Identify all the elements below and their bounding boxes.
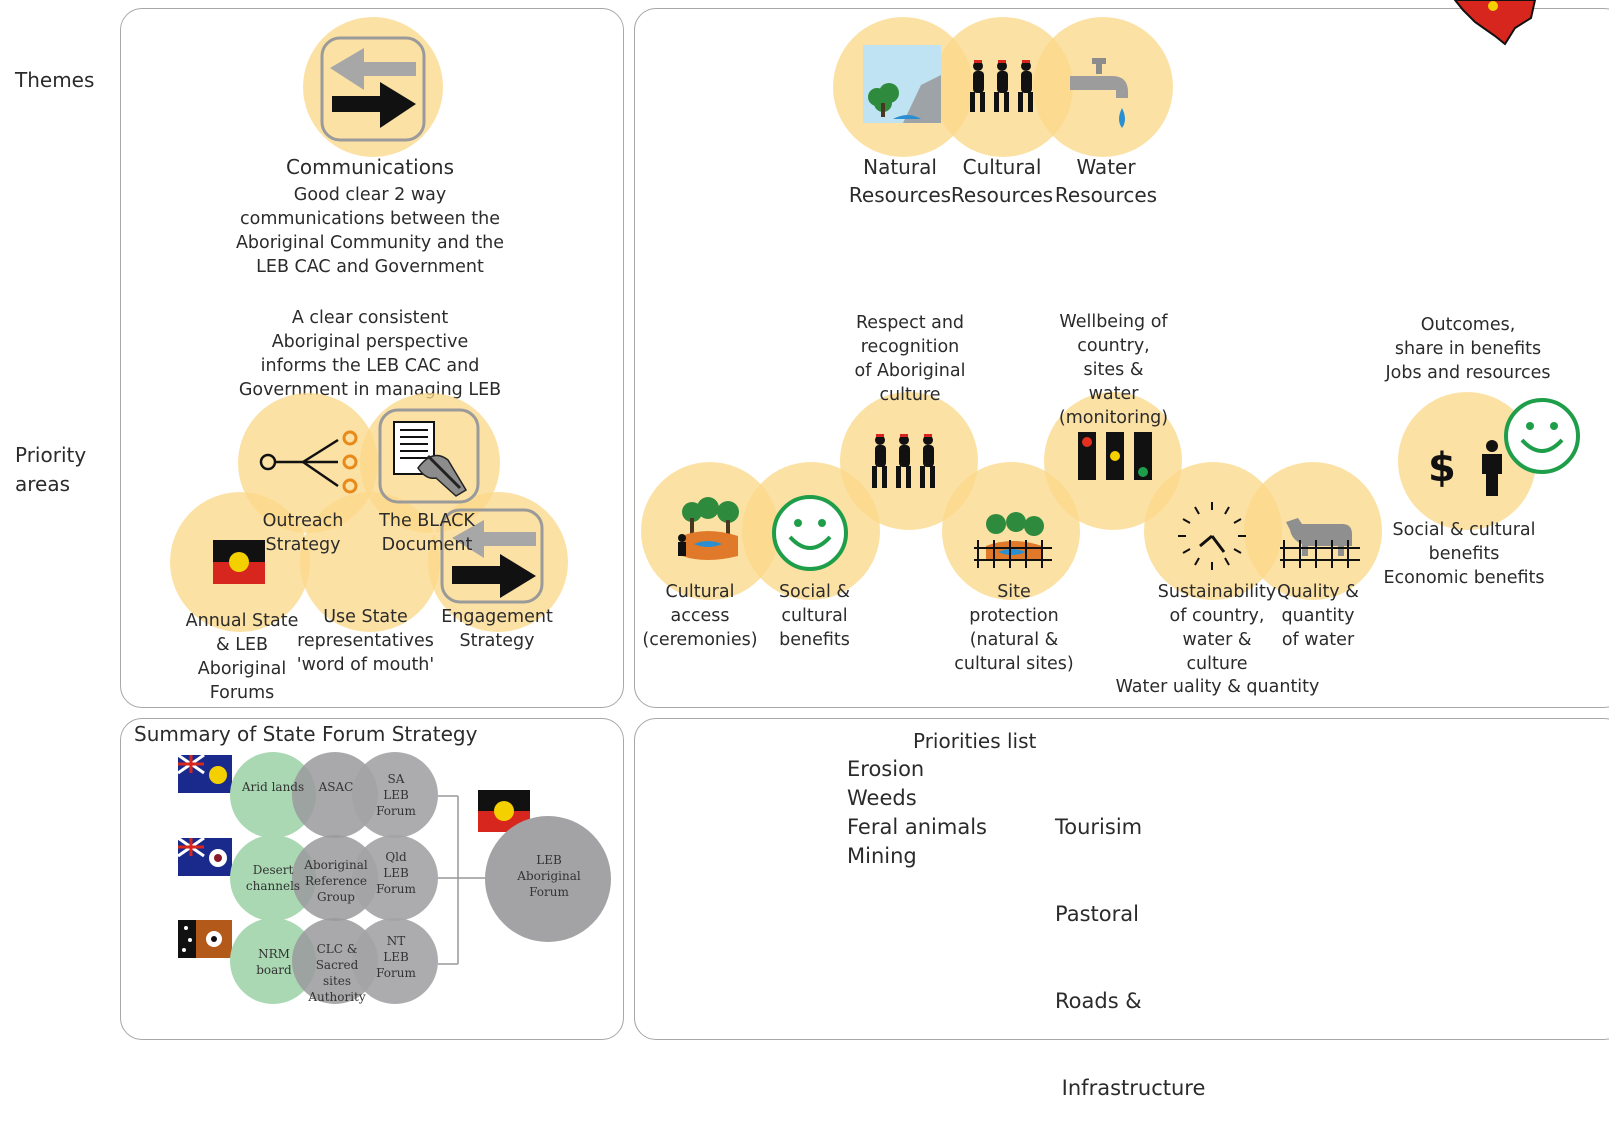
leb-aboriginal-forum-circle xyxy=(485,816,611,942)
cultural-access-label: Cultural access (ceremonies) xyxy=(642,582,758,650)
dancers-icon xyxy=(970,60,1033,112)
sa-forum-circle xyxy=(352,752,438,838)
priority-item: Pastoral xyxy=(1055,902,1139,926)
cultural-resources-label: Cultural Resources xyxy=(950,155,1054,207)
water-tap-icon xyxy=(1070,58,1128,128)
map-icon xyxy=(1453,0,1537,46)
qld-forum-circle xyxy=(352,835,438,921)
respect-label: Respect and recognition of Aboriginal cu… xyxy=(854,313,966,405)
quality-quantity-label: Quality & quantity of water xyxy=(1277,582,1359,650)
priority-item: Erosion xyxy=(847,757,925,781)
social-cultural-label: Social & cultural benefits xyxy=(778,582,851,650)
nt-forum-circle xyxy=(352,918,438,1004)
ceremony-icon xyxy=(678,497,739,560)
aboriginal-reference-group-label: Aboriginal Reference Group xyxy=(304,858,368,904)
natural-resources-label: Natural Resources xyxy=(848,155,952,207)
engagement-label: Engagement Strategy xyxy=(441,607,553,651)
priority-areas-label: Priority areas xyxy=(15,443,87,496)
priority-item: Infrastructure xyxy=(1055,1076,1206,1100)
priority-item: Mining xyxy=(847,844,917,868)
outcomes-label: Outcomes, share in benefits Jobs and res… xyxy=(1385,315,1551,383)
priority-item: Roads & xyxy=(1055,989,1142,1013)
traffic-lights-icon xyxy=(1078,432,1152,480)
qld-leb-forum-label: Qld LEB Forum xyxy=(376,850,416,896)
social-economic-label: Social & cultural benefits Economic bene… xyxy=(1383,520,1545,588)
smiley-icon xyxy=(1504,398,1580,474)
sustainability-label: Sustainability of country, water & cultu… xyxy=(1157,582,1277,674)
forum-connector xyxy=(438,795,486,965)
sa-leb-forum-label: SA LEB Forum xyxy=(376,772,416,818)
communications-description: Good clear 2 way communications between … xyxy=(235,185,505,277)
dancers-icon xyxy=(872,434,935,488)
clc-sacred-sites-label: CLC & Sacred sites Authority xyxy=(308,942,366,1004)
nt-leb-forum-label: NT LEB Forum xyxy=(376,934,416,980)
sa-flag-icon xyxy=(177,753,232,793)
landscape-icon xyxy=(863,45,941,123)
engagement-arrows-icon xyxy=(440,508,544,604)
aboriginal-flag-icon xyxy=(213,540,265,584)
asac-label: ASAC xyxy=(318,780,354,794)
state-reps-circle xyxy=(300,492,440,632)
leb-aboriginal-forum-label: LEB Aboriginal Forum xyxy=(517,853,581,899)
fenced-site-icon xyxy=(974,512,1052,568)
arid-lands-label: Arid lands xyxy=(241,780,305,794)
black-document-label: The BLACK Document xyxy=(379,511,475,555)
dollar-icon: $ xyxy=(1428,445,1456,491)
priority-item: Feral animals xyxy=(847,815,987,839)
water-quality-label: Water uality & quantity xyxy=(1115,677,1320,697)
aboriginal-perspective-text: A clear consistent Aboriginal perspectiv… xyxy=(238,308,502,400)
priority-item: Weeds xyxy=(847,786,917,810)
priorities-column-1: Erosion Weeds Feral animals Mining xyxy=(847,755,987,871)
nrm-board-label: NRM board xyxy=(256,947,292,977)
summary-title: Summary of State Forum Strategy xyxy=(134,722,478,746)
state-representatives-label: Use State representatives 'word of mouth… xyxy=(296,607,435,675)
cattle-icon xyxy=(1280,518,1360,568)
outreach-label: Outreach Strategy xyxy=(262,511,344,555)
clock-icon xyxy=(1178,502,1246,570)
priorities-title: Priorities list xyxy=(913,729,1037,753)
priorities-column-2: Tourisim Pastoral Roads & Infrastructure xyxy=(1055,755,1205,1132)
engagement-circle xyxy=(428,492,568,632)
priority-item: Tourisim xyxy=(1055,815,1143,839)
wellbeing-label: Wellbeing of country, sites & water (mon… xyxy=(1058,312,1169,428)
person-icon xyxy=(1482,440,1502,496)
smiley-icon xyxy=(772,495,848,571)
desert-channels-label: Desert channels xyxy=(245,863,301,893)
document-icon xyxy=(378,408,480,504)
annual-forums-label: Annual State & LEB Aboriginal Forums xyxy=(185,611,299,703)
priorities-panel xyxy=(634,718,1609,1040)
communications-title: Communications xyxy=(285,155,455,179)
themes-label: Themes xyxy=(15,68,95,92)
outreach-icon xyxy=(259,430,358,494)
two-way-arrows-icon xyxy=(320,36,426,142)
site-protection-label: Site protection (natural & cultural site… xyxy=(954,582,1074,674)
qld-flag-icon xyxy=(177,836,232,876)
water-resources-label: Water Resources xyxy=(1054,155,1158,207)
nt-flag-icon xyxy=(178,920,232,958)
